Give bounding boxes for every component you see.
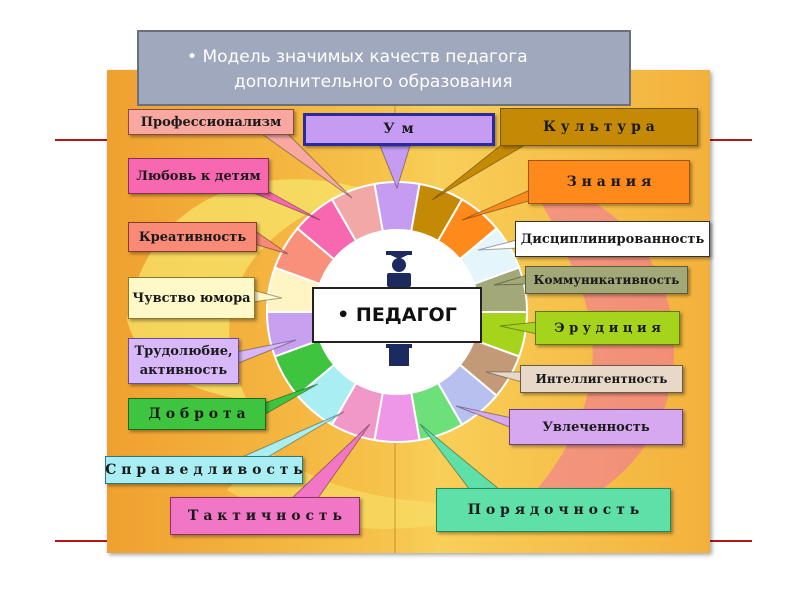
label-humor: Чувство юмора	[128, 277, 255, 319]
ptr-orderliness	[419, 423, 502, 491]
label-intelligence: Интеллигентность	[520, 365, 683, 393]
teacher-icon	[386, 251, 412, 366]
label-enthusiasm: Увлеченность	[509, 409, 683, 445]
label-professionalism: Профессионализм	[128, 109, 294, 135]
label-diligence: Трудолюбие, активность	[128, 338, 239, 384]
bottom-right-rule	[710, 540, 752, 542]
label-love-children: Любовь к детям	[128, 158, 269, 194]
label-pointers	[235, 129, 538, 499]
top-left-rule	[55, 139, 107, 141]
label-um: У м	[303, 113, 495, 146]
label-creativity: Креативность	[128, 222, 257, 252]
label-orderliness: П о р я д о ч н о с т ь	[436, 488, 671, 532]
label-diligence-line-1: Трудолюбие,	[134, 344, 233, 359]
ptr-um	[379, 145, 411, 190]
label-znaniya: З н а н и я	[528, 160, 690, 204]
label-diligence-line-2: активность	[139, 363, 228, 378]
label-erudition: Э р у д и ц и я	[535, 311, 680, 345]
label-communicative: Коммуникативность	[525, 266, 688, 294]
title-box: • Модель значимых качеств педагога допол…	[137, 30, 631, 106]
label-tactfulness: Т а к т и ч н о с т ь	[170, 497, 360, 535]
title-line-2: дополнительного образования	[234, 72, 513, 92]
label-justice: С п р а в е д л и в о с т ь	[105, 456, 303, 484]
label-kindness: Д о б р о т а	[128, 398, 266, 430]
label-disciplined: Дисциплинированность	[515, 221, 710, 257]
label-kultura: К у л ь т у р а	[500, 108, 698, 146]
bottom-left-rule	[55, 540, 107, 542]
ptr-creativity	[253, 229, 289, 255]
title-line-1: • Модель значимых качеств педагога	[187, 47, 528, 67]
center-label: • ПЕДАГОГ	[312, 287, 482, 343]
ptr-love-children	[245, 189, 321, 221]
top-right-rule	[710, 139, 752, 141]
